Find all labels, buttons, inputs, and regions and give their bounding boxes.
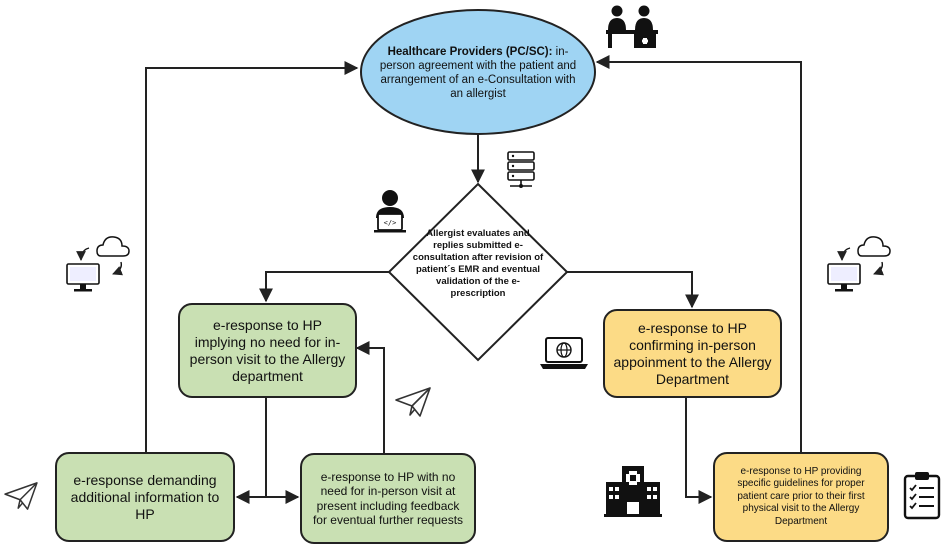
cloud-sync-right-icon bbox=[827, 236, 891, 292]
healthcare-providers-ellipse bbox=[360, 9, 596, 135]
no-need-visit-text: e-response to HP implying no need for in… bbox=[189, 316, 346, 384]
healthcare-providers-node: Healthcare Providers (PC/SC): in-person … bbox=[378, 18, 578, 128]
allergist-decision-text: Allergist evaluates and replies submitte… bbox=[412, 228, 544, 299]
arrow-confirm-to-guidelines bbox=[685, 398, 713, 504]
no-need-feedback-text: e-response to HP with no need for in-per… bbox=[312, 469, 464, 528]
healthcare-providers-text: Healthcare Providers (PC/SC): in-person … bbox=[378, 45, 578, 101]
paper-plane-center-icon bbox=[395, 387, 431, 417]
arrow-decision-to-confirm bbox=[567, 271, 699, 309]
guidelines-text: e-response to HP providing specific guid… bbox=[737, 465, 865, 527]
laptop-globe-icon bbox=[540, 337, 588, 369]
arrow-guidelines-to-healthcare bbox=[595, 55, 802, 452]
cloud-sync-left-icon bbox=[66, 236, 130, 292]
confirm-appointment-box: e-response to HP confirming in-person ap… bbox=[603, 309, 782, 398]
allergist-computer-icon: </> bbox=[374, 190, 406, 233]
hospital-icon bbox=[604, 466, 662, 517]
allergist-decision-diamond bbox=[387, 182, 569, 362]
confirm-appointment-text: e-response to HP confirming in-person ap… bbox=[613, 319, 772, 387]
guidelines-box: e-response to HP providing specific guid… bbox=[713, 452, 889, 542]
arrow-demand-to-healthcare bbox=[145, 61, 359, 452]
doctor-patient-icon bbox=[606, 5, 658, 48]
demand-info-box: e-response demanding additional informat… bbox=[55, 452, 235, 542]
demand-info-text: e-response demanding additional informat… bbox=[70, 471, 220, 522]
no-need-visit-box: e-response to HP implying no need for in… bbox=[178, 303, 357, 398]
no-need-feedback-box: e-response to HP with no need for in-per… bbox=[300, 453, 476, 544]
healthcare-providers-title: Healthcare Providers (PC/SC): bbox=[387, 46, 553, 58]
paper-plane-left-icon bbox=[4, 482, 38, 510]
arrow-feedback-to-no-need bbox=[355, 341, 385, 453]
arrow-decision-to-no-need bbox=[259, 271, 389, 303]
clipboard-checklist-icon bbox=[903, 472, 941, 520]
server-icon bbox=[507, 151, 535, 188]
svg-text:</>: </> bbox=[384, 219, 397, 227]
healthcare-providers-desc: in-person agreement with the patient and… bbox=[379, 46, 577, 100]
